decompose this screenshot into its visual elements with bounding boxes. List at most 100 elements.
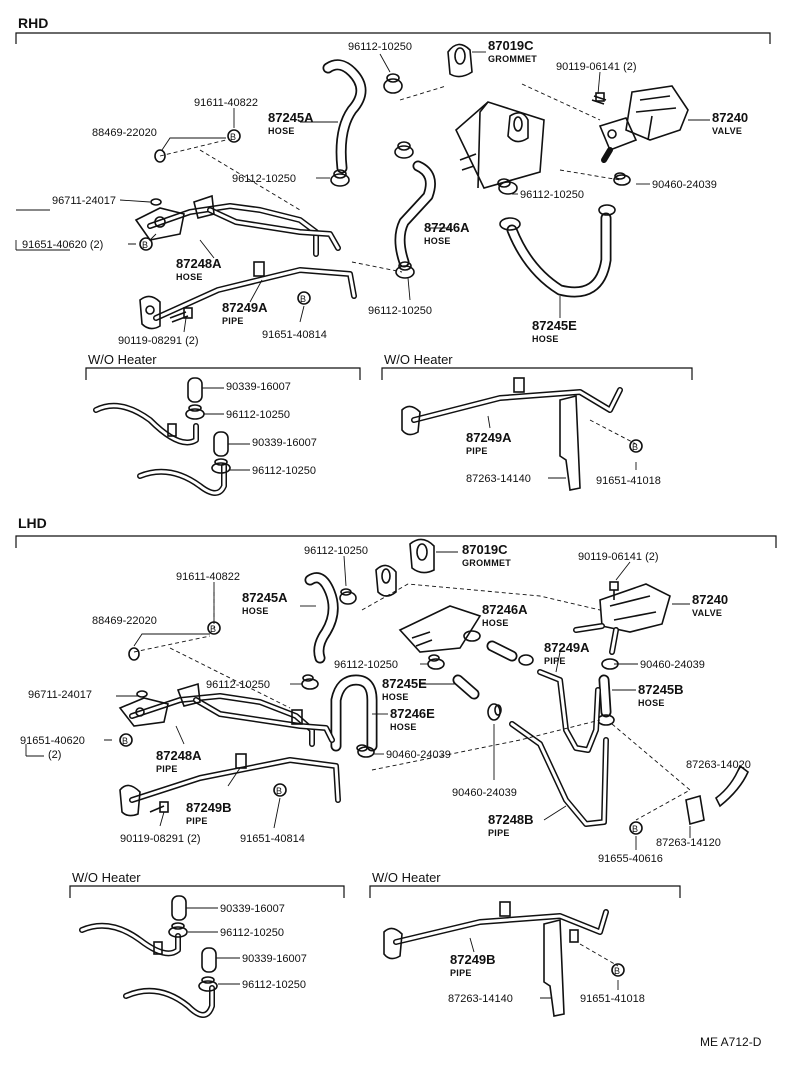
rhd-label-96112-mid: 96112-10250 [232, 173, 296, 185]
rhd-wo-heater-right: W/O Heater [384, 352, 453, 367]
lhd-label-87240: 87240 [692, 592, 728, 607]
lhd-frame [15, 535, 777, 548]
lhd-label-87245a: 87245A [242, 590, 288, 605]
lhd-wo-label-87249b-sub: PIPE [450, 968, 472, 978]
rhd-grommet-88469 [154, 149, 166, 163]
lhd-label-87246a-sub: HOSE [482, 618, 509, 628]
lhd-label-91611: 91611-40822 [176, 571, 240, 583]
lhd-wo-label-96112-a: 96112-10250 [220, 927, 284, 939]
rhd-label-87249a-sub: PIPE [222, 316, 244, 326]
lhd-label-87248a-sub: PIPE [156, 764, 178, 774]
lhd-label-87246a: 87246A [482, 602, 528, 617]
lhd-label-87248a: 87248A [156, 748, 202, 763]
rhd-label-96112-low: 96112-10250 [368, 305, 432, 317]
lhd-bolt-90119-06141 [609, 581, 619, 600]
diagram-code: ME A712-D [700, 1035, 762, 1049]
lhd-clip-96711 [136, 690, 148, 698]
lhd-label-87248b: 87248B [488, 812, 534, 827]
rhd-label-87240: 87240 [712, 110, 748, 125]
rhd-clip-96711 [150, 198, 162, 206]
lhd-label-88469: 88469-22020 [92, 615, 157, 627]
lhd-pipe-87249a [537, 669, 601, 753]
lhd-label-87245b: 87245B [638, 682, 684, 697]
svg-text:B: B [230, 132, 236, 142]
lhd-clamp-90460-low [487, 703, 502, 721]
rhd-bolt-90119-08291 [169, 307, 193, 323]
rhd-label-87246a: 87246A [424, 220, 470, 235]
section-label-lhd: LHD [18, 515, 47, 531]
lhd-label-87245b-sub: HOSE [638, 698, 665, 708]
svg-text:B: B [632, 824, 638, 834]
svg-text:B: B [122, 736, 128, 746]
svg-text:B: B [614, 966, 620, 976]
rhd-label-87019c-sub: GROMMET [488, 54, 537, 64]
lhd-pipe-87249b [119, 753, 341, 817]
lhd-bracket-87263-14020 [714, 764, 749, 808]
rhd-label-87240-sub: VALVE [712, 126, 742, 136]
rhd-pipe-87248a [134, 194, 341, 257]
lhd-label-87263-14020: 87263-14020 [686, 759, 751, 771]
lhd-label-96711: 96711-24017 [28, 689, 92, 701]
lhd-label-96112-l: 96112-10250 [206, 679, 270, 691]
rhd-hose-87245e [499, 204, 616, 298]
rhd-label-91651-40814: 91651-40814 [262, 329, 327, 341]
rhd-grommet-87019c [447, 43, 473, 78]
lhd-label-87249b-sub: PIPE [186, 816, 208, 826]
lhd-label-87246e-sub: HOSE [390, 722, 417, 732]
lhd-pipe-87248a [118, 682, 335, 747]
lhd-label-87249b: 87249B [186, 800, 232, 815]
lhd-clamp-l [301, 674, 319, 690]
lhd-label-87248b-sub: PIPE [488, 828, 510, 838]
rhd-frame [15, 32, 771, 44]
rhd-label-87248a: 87248A [176, 256, 222, 271]
rhd-label-91651-40620: 91651-40620 (2) [22, 239, 103, 251]
lhd-label-87246e: 87246E [390, 706, 435, 721]
lhd-label-90119-08291: 90119-08291 (2) [120, 833, 201, 845]
svg-text:B: B [276, 786, 282, 796]
lhd-wo-heater-left: W/O Heater [72, 870, 141, 885]
lhd-leaders [25, 551, 741, 850]
rhd-label-87246a-sub: HOSE [424, 236, 451, 246]
rhd-heater-core [455, 101, 545, 189]
rhd-label-90460: 90460-24039 [652, 179, 717, 191]
lhd-marker-b2: B [119, 733, 133, 747]
lhd-marker-b1: B [207, 621, 221, 635]
lhd-heater-core [398, 605, 482, 653]
rhd-label-87245e-sub: HOSE [532, 334, 559, 344]
rhd-valve-87240 [598, 85, 689, 163]
lhd-marker-b3: B [273, 783, 287, 797]
rhd-hose-87245a [322, 59, 367, 174]
lhd-marker-b5: B [611, 963, 625, 977]
rhd-marker-b1: B [227, 129, 241, 143]
rhd-label-87245a: 87245A [268, 110, 314, 125]
lhd-label-96112-top: 96112-10250 [304, 545, 368, 557]
lhd-bracket-87263-14120 [685, 794, 705, 826]
lhd-label-96112-c: 96112-10250 [334, 659, 398, 671]
rhd-dashes [159, 83, 621, 273]
rhd-clamp-valve [613, 172, 631, 186]
rhd-grommet-mid [507, 112, 529, 143]
lhd-hose-87245b [597, 658, 619, 726]
lhd-wo-right-pipe [383, 901, 619, 1017]
lhd-clamp-top [339, 588, 357, 605]
lhd-label-87245e-sub: HOSE [382, 692, 409, 702]
lhd-grommet-87019c-a [375, 564, 397, 597]
rhd-wo-label-87263: 87263-14140 [466, 473, 531, 485]
lhd-label-91651-40620: 91651-40620 [20, 735, 85, 747]
rhd-clamp-mid-right [497, 178, 518, 195]
lhd-wo-label-87249b: 87249B [450, 952, 496, 967]
rhd-label-90119-08291: 90119-08291 (2) [118, 335, 199, 347]
rhd-wo-label-87249a: 87249A [466, 430, 512, 445]
rhd-label-87245a-sub: HOSE [268, 126, 295, 136]
rhd-label-87249a: 87249A [222, 300, 268, 315]
svg-text:B: B [632, 442, 638, 452]
lhd-valve-87240 [573, 583, 671, 655]
lhd-hose-87246a [463, 630, 534, 666]
lhd-label-90460-low: 90460-24039 [452, 787, 517, 799]
rhd-label-96112-top: 96112-10250 [348, 41, 412, 53]
lhd-label-90460-r: 90460-24039 [640, 659, 705, 671]
lhd-marker-b4: B [629, 821, 643, 835]
rhd-pipe-87249a [139, 261, 357, 330]
rhd-label-87019c: 87019C [488, 38, 534, 53]
